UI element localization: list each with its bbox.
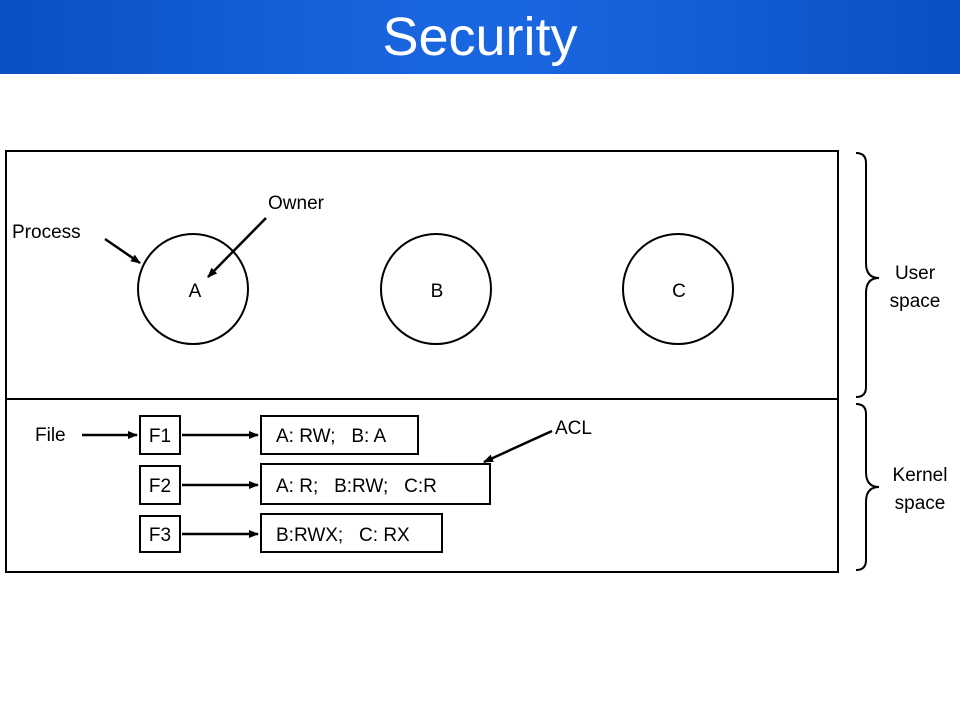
acl-f1-box [260, 415, 419, 455]
process-a-label: A [189, 281, 202, 302]
owner-arrow [207, 217, 267, 278]
user-space-brace [855, 152, 880, 398]
owner-label: Owner [268, 193, 325, 214]
process-b-label: B [431, 281, 444, 302]
process-label: Process [12, 222, 81, 243]
process-a-circle [137, 233, 249, 345]
user-space-label-line1: User [895, 263, 936, 284]
acl-f3-text: B:RWX; C: RX [276, 525, 410, 546]
acl-f1-text: A: RW; B: A [276, 426, 386, 447]
title-bar: Security [0, 0, 960, 74]
acl-f3-box [260, 513, 443, 553]
file-f3-label: F3 [149, 525, 171, 546]
acl-label: ACL [555, 418, 592, 439]
process-c-circle [622, 233, 734, 345]
process-b-circle [380, 233, 492, 345]
acl-f2-box [260, 463, 491, 505]
file-f1-box [139, 415, 181, 455]
file-f1-label: F1 [149, 426, 171, 447]
file-f2-box [139, 465, 181, 505]
system-frame [5, 150, 839, 573]
kernel-space-brace [855, 403, 880, 571]
slide-title: Security [382, 7, 578, 67]
kernel-space-label-line1: Kernel [893, 465, 948, 486]
file-f2-label: F2 [149, 476, 171, 497]
process-arrow [104, 237, 141, 265]
file-label: File [35, 425, 66, 446]
user-space-label-line2: space [890, 291, 941, 312]
file-f3-box [139, 515, 181, 553]
acl-f2-text: A: R; B:RW; C:R [276, 476, 437, 497]
kernel-space-label-line2: space [895, 493, 946, 514]
process-c-label: C [672, 281, 686, 302]
acl-arrow [483, 429, 553, 464]
